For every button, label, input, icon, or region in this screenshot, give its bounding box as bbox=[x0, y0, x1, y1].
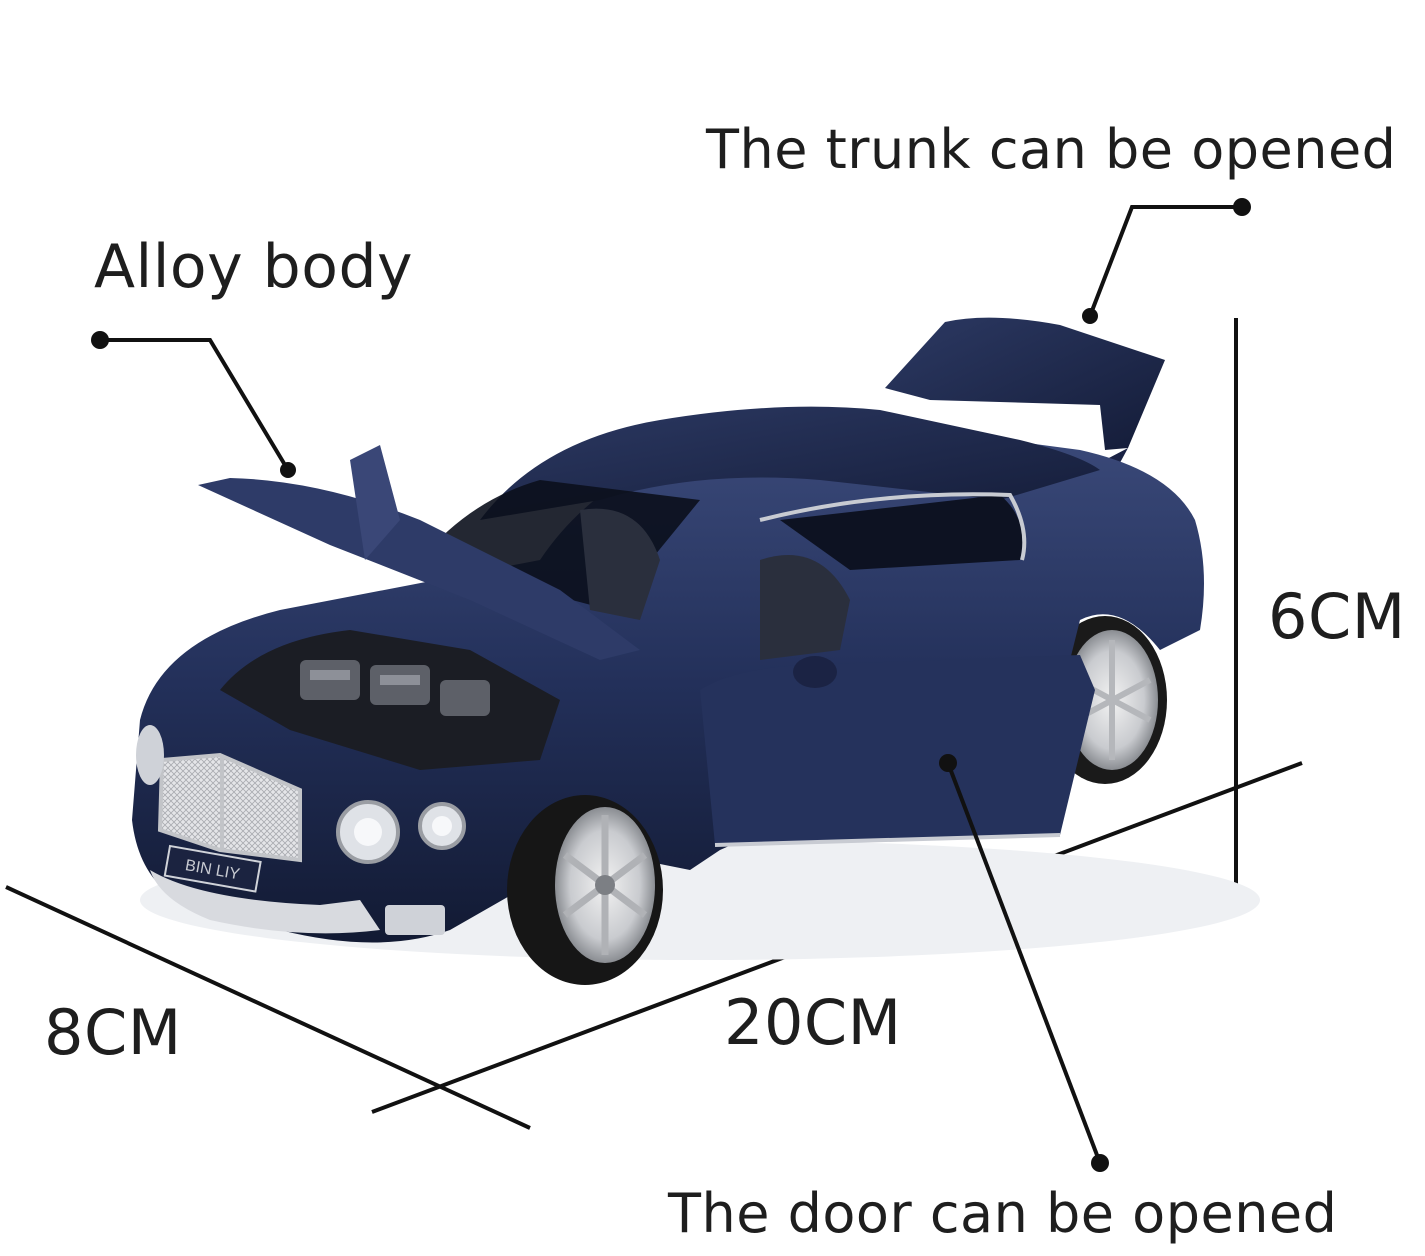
trunk-end-dot bbox=[1082, 308, 1098, 324]
front-wheel bbox=[507, 795, 663, 985]
hood bbox=[198, 478, 640, 660]
car-model: BIN LIY bbox=[132, 317, 1260, 985]
trunk-dot bbox=[1233, 198, 1251, 216]
door-callout-label: The door can be opened bbox=[668, 1182, 1338, 1245]
height-dimension-label: 6CM bbox=[1268, 580, 1406, 653]
headlights bbox=[136, 725, 466, 864]
side-window bbox=[780, 495, 1023, 570]
trunk-leader-line bbox=[1088, 205, 1242, 317]
width-dimension-line bbox=[5, 885, 531, 1130]
alloy-body-callout-label: Alloy body bbox=[94, 232, 414, 302]
callout-lines bbox=[100, 205, 1242, 1164]
door-end-dot bbox=[1091, 1154, 1109, 1172]
width-dimension-label: 8CM bbox=[44, 996, 182, 1069]
car-seat bbox=[580, 508, 660, 620]
trunk-callout-label: The trunk can be opened bbox=[706, 118, 1397, 181]
door-dot bbox=[939, 754, 957, 772]
alloy-leader-line bbox=[100, 338, 290, 472]
car-roof bbox=[480, 406, 1100, 520]
front-grille bbox=[157, 752, 302, 863]
alloy-dot bbox=[91, 331, 109, 349]
alloy-end-dot bbox=[280, 462, 296, 478]
license-plate: BIN LIY bbox=[163, 844, 262, 893]
length-dimension-label: 20CM bbox=[724, 986, 902, 1059]
callout-dots bbox=[91, 198, 1251, 1172]
door-leader-line bbox=[946, 762, 1102, 1164]
door bbox=[700, 655, 1095, 845]
trunk-lid bbox=[885, 317, 1165, 450]
